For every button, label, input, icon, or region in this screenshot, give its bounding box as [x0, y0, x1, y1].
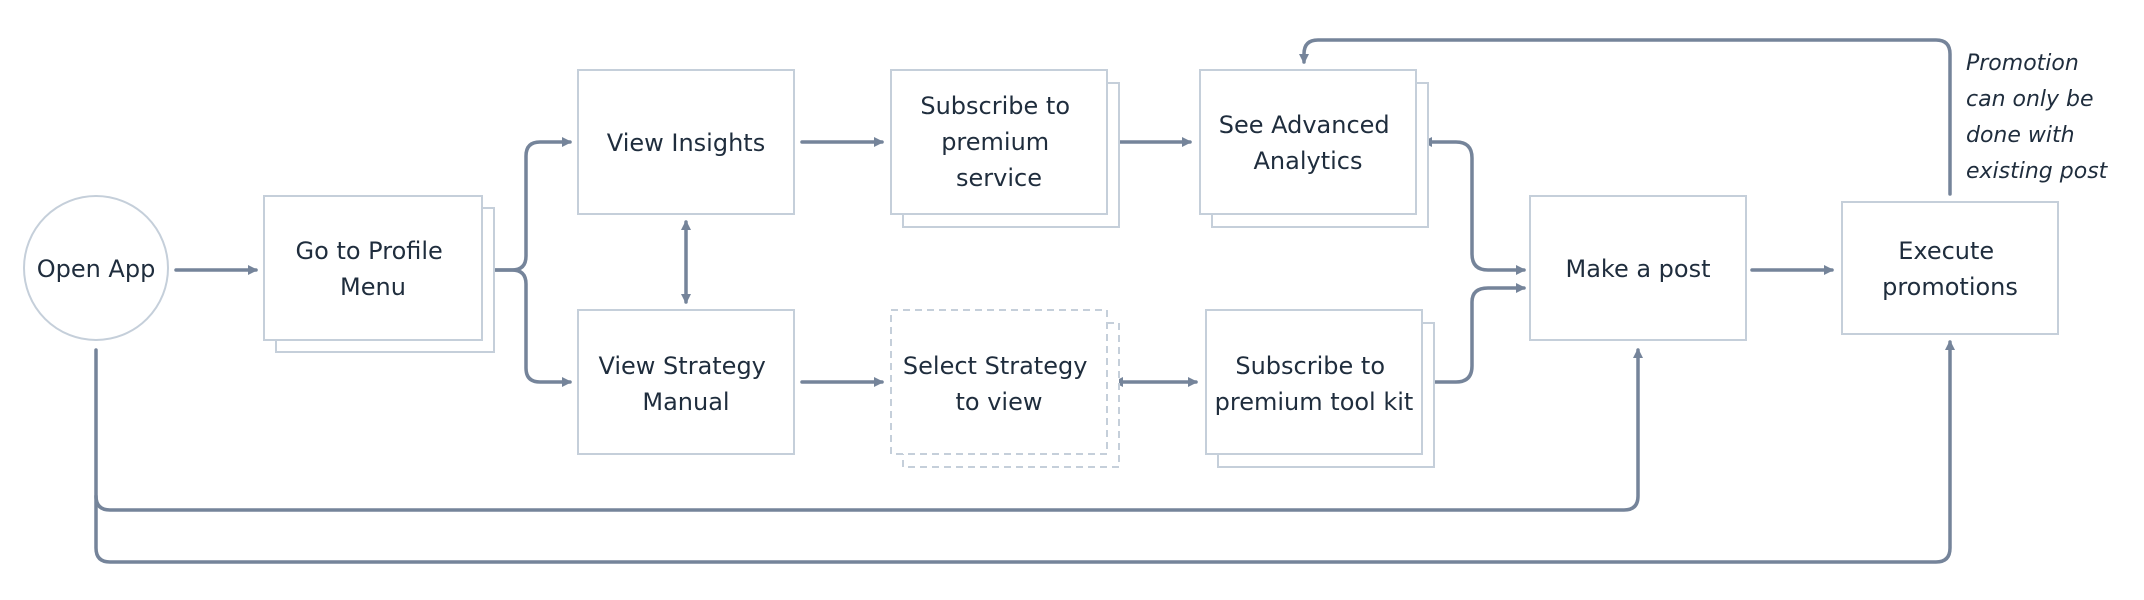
view-insights-line-1: View Insights — [607, 129, 765, 157]
promotion-note-line-2: can only be — [1966, 87, 2094, 112]
view-insights-label: View Insights — [607, 129, 765, 157]
advanced-analytics-label: See Advanced Analytics — [1219, 111, 1398, 175]
profile-menu-line-1: Go to Profile — [296, 237, 443, 265]
select-strategy-label: Select Strategy to view — [903, 352, 1095, 416]
edge-open-to-execute — [94, 340, 1955, 564]
tool-kit-line-2: premium tool kit — [1215, 388, 1414, 416]
strategy-manual-line-2: Manual — [642, 388, 729, 416]
profile-menu-line-2: Menu — [340, 273, 406, 301]
promotion-note-line-4: existing post — [1966, 159, 2109, 184]
make-post-label: Make a post — [1565, 255, 1710, 283]
subscribe-service-line-1: Subscribe to — [920, 92, 1070, 120]
strategy-manual-line-1: View Strategy — [598, 352, 765, 380]
promotion-note-line-3: done with — [1966, 123, 2075, 148]
node-premium-tool-kit[interactable]: Subscribe to premium tool kit — [1205, 309, 1435, 468]
node-execute-promotions[interactable]: Execute promotions — [1841, 201, 2059, 335]
node-advanced-analytics[interactable]: See Advanced Analytics — [1199, 69, 1429, 228]
tool-kit-line-1: Subscribe to — [1235, 352, 1385, 380]
open-app-label: Open App — [37, 255, 156, 283]
promotion-note: Promotion can only be done with existing… — [1966, 51, 2109, 184]
edge-execute-to-analytics — [1299, 38, 1952, 196]
execute-promotions-label: Execute promotions — [1882, 237, 2018, 301]
node-subscribe-premium-service[interactable]: Subscribe to premium service — [890, 69, 1120, 228]
subscribe-service-label: Subscribe to premium service — [920, 92, 1077, 192]
node-select-strategy[interactable]: Select Strategy to view — [890, 309, 1120, 468]
edge-toolkit-to-post — [1426, 283, 1526, 384]
execute-promotions-line-2: promotions — [1882, 273, 2018, 301]
node-make-post[interactable]: Make a post — [1529, 195, 1747, 341]
subscribe-service-line-2: premium — [941, 128, 1049, 156]
promotion-note-line-1: Promotion — [1966, 51, 2079, 76]
node-strategy-manual[interactable]: View Strategy Manual — [577, 309, 795, 455]
connectors — [94, 38, 1955, 564]
advanced-analytics-line-2: Analytics — [1254, 147, 1363, 175]
advanced-analytics-line-1: See Advanced — [1219, 111, 1390, 139]
edge-analytics-post-link — [1422, 137, 1526, 275]
make-post-line-1: Make a post — [1565, 255, 1710, 283]
edge-profile-to-insights — [484, 137, 572, 272]
strategy-manual-label: View Strategy Manual — [598, 352, 773, 416]
select-strategy-line-1: Select Strategy — [903, 352, 1088, 380]
edge-profile-to-strategy-manual — [484, 268, 572, 387]
subscribe-service-line-3: service — [956, 164, 1042, 192]
node-profile-menu[interactable]: Go to Profile Menu — [263, 195, 495, 353]
node-open-app[interactable]: Open App — [23, 195, 169, 341]
tool-kit-label: Subscribe to premium tool kit — [1215, 352, 1414, 416]
node-view-insights[interactable]: View Insights — [577, 69, 795, 215]
profile-menu-label: Go to Profile Menu — [296, 237, 451, 301]
select-strategy-line-2: to view — [956, 388, 1043, 416]
execute-promotions-line-1: Execute — [1898, 237, 1994, 265]
